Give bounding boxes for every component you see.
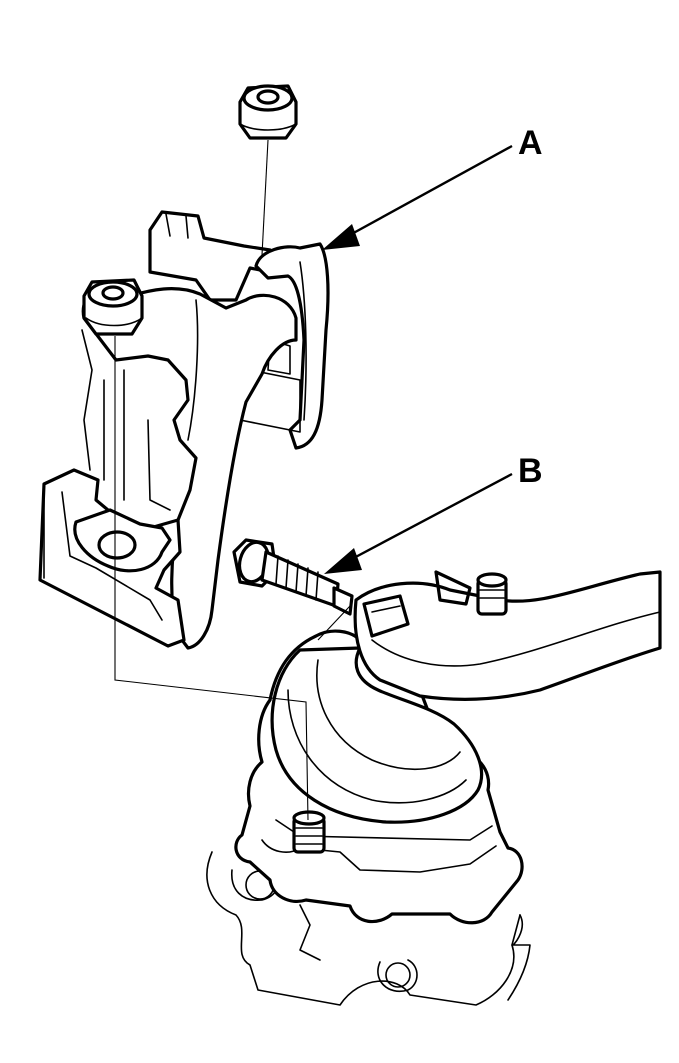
- mount-stud: [292, 810, 326, 854]
- nut-top: [238, 84, 298, 140]
- bolt-b-leader: [317, 605, 351, 641]
- callout-a-arrow: [322, 144, 513, 250]
- nut-left-leader: [114, 336, 309, 821]
- bracket-a: [38, 210, 330, 650]
- arm-stud: [476, 572, 508, 616]
- callout-label-b: B: [518, 452, 543, 490]
- nut-left: [82, 278, 144, 336]
- nut-top-leader: [261, 139, 269, 256]
- callout-label-a: A: [518, 124, 543, 162]
- callout-b-arrow: [324, 472, 513, 574]
- lower-mount-assembly: [206, 570, 662, 1006]
- bolt-b: [232, 538, 354, 616]
